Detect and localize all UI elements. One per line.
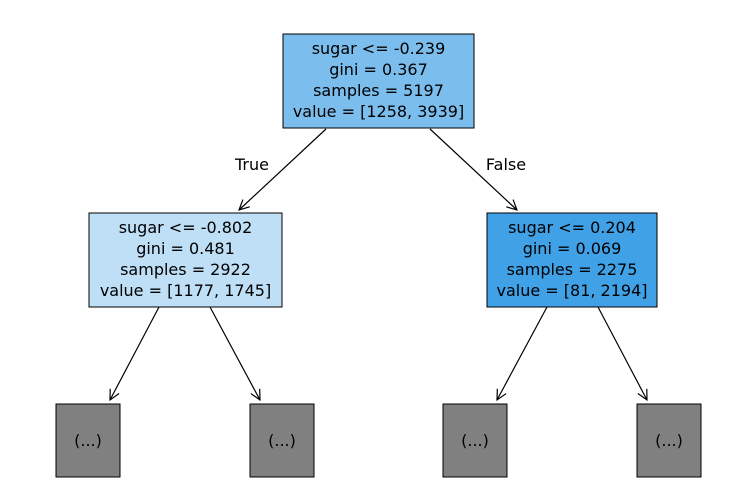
right-node-split: sugar <= 0.204 — [508, 218, 636, 237]
edge-true-label: True — [234, 155, 269, 174]
root-node-value: value = [1258, 3939] — [293, 102, 464, 121]
truncated-node-label: (...) — [74, 431, 102, 450]
root-node: sugar <= -0.239 gini = 0.367 samples = 5… — [282, 33, 475, 129]
edge-left-to-leaf-2 — [209, 306, 260, 400]
edge-right-to-leaf-4 — [597, 306, 647, 400]
left-node-value: value = [1177, 1745] — [100, 281, 271, 300]
truncated-node-box — [636, 403, 702, 478]
right-node-box — [486, 212, 658, 308]
left-node-samples: samples = 2922 — [120, 260, 251, 279]
right-node-value: value = [81, 2194] — [496, 281, 647, 300]
edge-root-to-right — [429, 128, 517, 210]
truncated-node-2: (...) — [249, 403, 315, 478]
right-node: sugar <= 0.204 gini = 0.069 samples = 22… — [486, 212, 658, 308]
root-node-split: sugar <= -0.239 — [312, 39, 446, 58]
edge-right-to-leaf-3 — [497, 306, 548, 400]
truncated-node-box — [442, 403, 508, 478]
truncated-node-3: (...) — [442, 403, 508, 478]
root-node-gini: gini = 0.367 — [329, 60, 428, 79]
edge-false-label: False — [486, 155, 526, 174]
right-node-samples: samples = 2275 — [507, 260, 638, 279]
edges — [110, 128, 647, 400]
truncated-node-label: (...) — [655, 431, 683, 450]
root-node-box — [282, 33, 475, 129]
edge-left-to-leaf-1 — [110, 306, 160, 400]
left-node-box — [88, 212, 283, 308]
truncated-node-1: (...) — [55, 403, 121, 478]
edge-root-to-left — [239, 128, 327, 210]
left-node-gini: gini = 0.481 — [136, 239, 235, 258]
truncated-node-4: (...) — [636, 403, 702, 478]
truncated-node-label: (...) — [461, 431, 489, 450]
truncated-node-box — [249, 403, 315, 478]
root-node-samples: samples = 5197 — [313, 81, 444, 100]
right-node-gini: gini = 0.069 — [523, 239, 622, 258]
left-node-split: sugar <= -0.802 — [119, 218, 253, 237]
truncated-node-label: (...) — [268, 431, 296, 450]
truncated-node-box — [55, 403, 121, 478]
left-node: sugar <= -0.802 gini = 0.481 samples = 2… — [88, 212, 283, 308]
